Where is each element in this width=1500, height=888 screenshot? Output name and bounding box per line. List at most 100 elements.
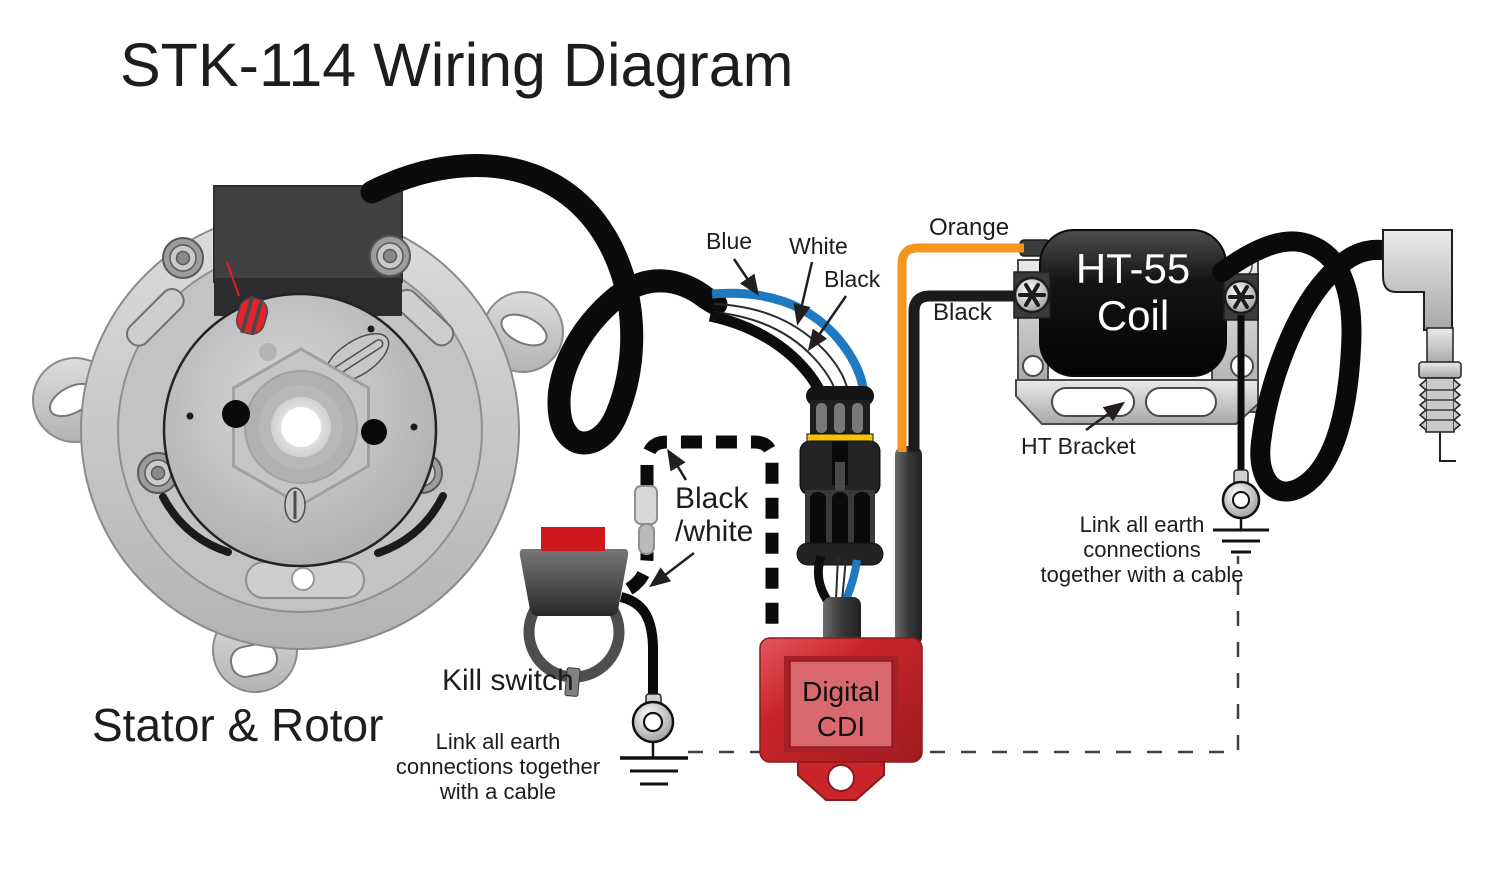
pin-hole: [186, 412, 194, 420]
ground-symbol: [1213, 518, 1269, 554]
cdi-label-line2: CDI: [816, 711, 866, 742]
screw-icon: [1013, 276, 1051, 314]
blue-wire: [841, 559, 861, 604]
plate-slot: [126, 288, 185, 347]
coil-label-line1: HT-55: [1075, 245, 1191, 292]
plug-electrode-hook: [1439, 456, 1456, 462]
black-white-line2: /white: [675, 515, 754, 548]
pin-hole: [367, 325, 375, 333]
rotor-hole: [222, 400, 250, 428]
ht-lead: [1212, 231, 1410, 502]
spark-plug: [1382, 229, 1462, 462]
shaft-hole: [281, 407, 321, 447]
cdi-label: Digital CDI: [760, 674, 922, 744]
blue-wire: [711, 288, 869, 395]
connector-barrel: [832, 492, 848, 549]
earth-note-left-line1: Link all earth: [435, 729, 561, 754]
black-white-arrow-down: [649, 552, 695, 588]
pickup-wires: [708, 288, 869, 397]
ring-terminal-hole: [1232, 491, 1250, 509]
kill-switch: [519, 527, 688, 786]
earth-note-left-line2: connections together: [395, 754, 601, 779]
connector-pin: [834, 403, 845, 433]
ht-coil-assembly: [1013, 229, 1259, 425]
black-white-arrow-up: [667, 448, 688, 481]
white-wire-label: White: [789, 233, 848, 259]
plug-thread: [1425, 377, 1455, 433]
blue-label-arrow: [732, 258, 760, 297]
ht-bracket-arrow: [1085, 401, 1126, 432]
earth-note-left-line3: with a cable: [439, 779, 557, 804]
coil-black-wire-label: Black: [933, 299, 992, 326]
plug-hex: [1418, 361, 1462, 379]
ring-terminal-hole: [642, 711, 664, 733]
cdi-panel: [789, 660, 893, 748]
harness-sheath: [823, 597, 861, 644]
earth-note-right: Link all earth connections together with…: [1036, 512, 1248, 587]
orange-wire: [897, 243, 1024, 452]
kill-switch-label: Kill switch: [442, 664, 574, 697]
rotor-dot: [259, 343, 277, 361]
white-wire: [711, 311, 838, 397]
rotor-hole: [361, 419, 387, 445]
connector-barrel: [854, 492, 870, 549]
cdi-unit: [759, 637, 923, 801]
slot-hole: [291, 567, 315, 591]
bracket-slot: [1145, 387, 1217, 417]
wire-connector: [796, 386, 884, 566]
connector-pin: [816, 403, 827, 433]
coil-earth: [1213, 315, 1269, 554]
black-wire: [908, 290, 1022, 452]
clamp-tab: [564, 667, 581, 697]
ring-shadow: [374, 492, 447, 557]
black-wire-label: Black: [824, 266, 881, 292]
label-arrows: [649, 258, 1126, 588]
corner-bolt: [162, 237, 204, 279]
black-label-arrow: [807, 295, 848, 352]
white-wire: [835, 555, 839, 601]
stator-cable: [360, 154, 728, 455]
cdi-harness: [813, 554, 861, 644]
coil-cable: [895, 239, 1051, 646]
kill-switch-button: [541, 527, 605, 551]
bracket-hole: [1022, 355, 1044, 377]
kill-wire-dashed: [625, 435, 779, 636]
black-wire: [708, 310, 827, 397]
ring-shadow: [159, 493, 232, 556]
blue-wire-label: Blue: [706, 228, 753, 254]
thread-zigzag: [1452, 379, 1462, 431]
black-wire: [813, 554, 831, 603]
kill-switch-body: [519, 549, 629, 616]
connector-barrel: [810, 492, 826, 549]
slotted-screw-bottom: [284, 487, 306, 523]
coil-cable-sheath: [895, 446, 922, 646]
cdi-label-line1: Digital: [802, 676, 880, 707]
stator-rotor-label: Stator & Rotor: [92, 699, 384, 751]
coil-label: HT-55 Coil: [1040, 245, 1226, 339]
connector-latch: [835, 462, 845, 490]
earth-link-dashed: [688, 556, 1240, 754]
white-label-arrow: [793, 261, 814, 326]
coil-label-line2: Coil: [1096, 292, 1170, 339]
earth-note-right-line1: Link all earth: [1079, 512, 1205, 537]
earth-note-left: Link all earth connections together with…: [392, 729, 604, 804]
earth-note-right-line3: together with a cable: [1040, 562, 1244, 587]
bracket-slot: [1051, 387, 1135, 417]
ht-bracket-label: HT Bracket: [1021, 433, 1136, 459]
corner-bolt: [369, 235, 411, 277]
cdi-tab-hole: [827, 764, 855, 792]
mount-hole: [500, 313, 548, 347]
screw-icon: [1223, 279, 1259, 315]
plug-insulator: [1426, 327, 1454, 365]
connector-pin: [852, 403, 863, 433]
page-title: STK-114 Wiring Diagram: [120, 31, 794, 99]
bullet-connector: [634, 485, 658, 555]
mount-hole: [229, 642, 279, 678]
pin-hole: [410, 423, 418, 431]
earth-note-right-line2: connections: [1083, 537, 1201, 562]
black-white-wire-label: Black /white: [675, 482, 753, 548]
orange-wire-label: Orange: [929, 214, 1010, 241]
stator-rotor-assembly: [32, 185, 564, 693]
